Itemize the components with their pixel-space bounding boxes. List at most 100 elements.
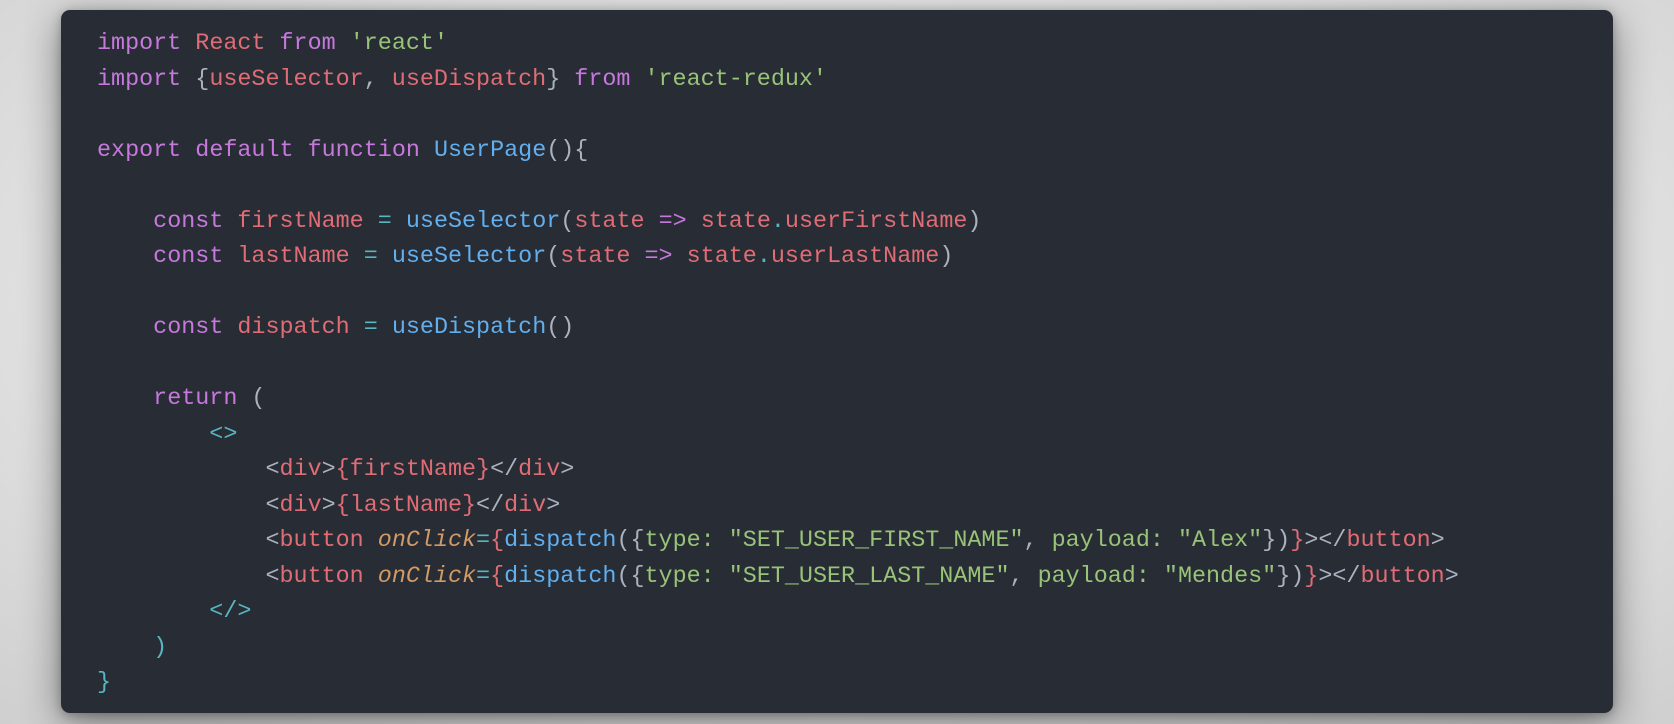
code-token bbox=[97, 564, 265, 590]
code-token bbox=[223, 244, 237, 270]
code-line: <div>{lastName}</div> bbox=[97, 489, 1459, 525]
code-line: const dispatch = useDispatch() bbox=[97, 311, 1459, 347]
code-token: > bbox=[321, 457, 336, 483]
code-token: div bbox=[279, 457, 322, 483]
code-token: < bbox=[265, 528, 280, 554]
code-token: > bbox=[1430, 528, 1445, 554]
code-token bbox=[364, 528, 378, 554]
code-token: state bbox=[686, 244, 757, 270]
code-token: payload: bbox=[1051, 528, 1178, 554]
code-token: ({ bbox=[616, 528, 645, 554]
code-token: return bbox=[153, 386, 238, 412]
code-token: > bbox=[546, 492, 561, 519]
code-token: ) bbox=[153, 634, 168, 661]
code-token: "SET_USER_LAST_NAME" bbox=[728, 563, 1010, 590]
code-line: export default function UserPage(){ bbox=[97, 134, 1459, 170]
code-token: < bbox=[265, 492, 280, 519]
code-token: dispatch bbox=[237, 315, 350, 341]
code-token: dispatch bbox=[504, 528, 617, 554]
code-token: button bbox=[279, 528, 364, 554]
code-token: state bbox=[574, 208, 645, 235]
code-token: ( bbox=[237, 386, 266, 412]
code-line: const firstName = useSelector(state => s… bbox=[97, 205, 1459, 241]
code-snippet-card: import React from 'react'import {useSele… bbox=[61, 10, 1613, 713]
code-token: useDispatch bbox=[391, 66, 547, 93]
code-token: . bbox=[770, 208, 785, 235]
code-token: (){ bbox=[546, 137, 589, 164]
code-token: div bbox=[518, 457, 561, 483]
code-token: = bbox=[363, 315, 378, 341]
code-token bbox=[97, 244, 153, 270]
code-token: from bbox=[279, 31, 336, 57]
code-token: } bbox=[97, 670, 112, 696]
code-token: > bbox=[560, 457, 575, 483]
code-token bbox=[630, 244, 644, 270]
code-token: = bbox=[476, 563, 491, 590]
code-token: {firstName} bbox=[335, 457, 491, 483]
code-line: const lastName = useSelector(state => st… bbox=[97, 240, 1459, 276]
code-line: <div>{firstName}</div> bbox=[97, 453, 1459, 489]
code-token: const bbox=[153, 244, 224, 270]
code-token bbox=[223, 209, 237, 235]
code-block: import React from 'react'import {useSele… bbox=[97, 27, 1459, 702]
code-token: type: bbox=[644, 528, 729, 554]
code-token: useDispatch bbox=[391, 315, 547, 341]
code-token: userFirstName bbox=[784, 208, 968, 235]
code-token: ></ bbox=[1318, 563, 1361, 590]
code-token: ) bbox=[939, 244, 954, 270]
code-token: lastName bbox=[237, 244, 350, 270]
code-token: payload: bbox=[1037, 563, 1164, 590]
code-token bbox=[265, 31, 279, 57]
code-token: default bbox=[195, 137, 294, 164]
code-token: div bbox=[279, 492, 322, 519]
code-line: </> bbox=[97, 595, 1459, 631]
code-token: import bbox=[97, 66, 182, 93]
code-token: }) bbox=[1262, 528, 1291, 554]
code-token: <> bbox=[209, 421, 238, 448]
code-token: button bbox=[1346, 528, 1431, 554]
code-line: } bbox=[97, 666, 1459, 702]
code-line: return ( bbox=[97, 382, 1459, 418]
code-token bbox=[336, 31, 350, 57]
code-token: type: bbox=[644, 563, 729, 590]
code-token bbox=[294, 138, 308, 164]
code-token: , bbox=[363, 66, 392, 93]
code-token: onClick bbox=[377, 528, 477, 554]
code-token bbox=[181, 31, 195, 57]
code-token: from bbox=[574, 66, 631, 93]
code-token bbox=[630, 67, 644, 93]
code-token: div bbox=[504, 492, 547, 519]
code-token: export bbox=[97, 137, 182, 164]
code-line: <button onClick={dispatch({type: "SET_US… bbox=[97, 560, 1459, 596]
code-token bbox=[97, 528, 265, 554]
code-token: dispatch bbox=[504, 563, 617, 590]
code-token bbox=[350, 244, 364, 270]
code-token bbox=[97, 493, 265, 519]
code-token: 'react' bbox=[349, 31, 448, 57]
code-token: , bbox=[1009, 563, 1038, 590]
code-token: < bbox=[265, 563, 280, 590]
code-token: > bbox=[321, 492, 336, 519]
code-token bbox=[364, 209, 378, 235]
code-token: () bbox=[546, 315, 575, 341]
code-token: ) bbox=[967, 208, 982, 235]
code-token: onClick bbox=[377, 563, 477, 590]
code-token bbox=[97, 315, 153, 341]
code-token: </ bbox=[490, 457, 519, 483]
code-token: </ bbox=[476, 492, 505, 519]
code-token: function bbox=[307, 137, 420, 164]
code-token: = bbox=[476, 528, 491, 554]
code-token bbox=[420, 138, 434, 164]
code-token bbox=[97, 386, 153, 412]
code-token: > bbox=[1444, 563, 1459, 590]
code-token bbox=[645, 209, 659, 235]
code-token: . bbox=[756, 244, 771, 270]
code-token: useSelector bbox=[209, 66, 364, 93]
code-line bbox=[97, 276, 1459, 312]
code-token: , bbox=[1023, 528, 1052, 554]
code-token: }) bbox=[1276, 563, 1305, 590]
code-token bbox=[673, 244, 687, 270]
code-token: => bbox=[658, 208, 687, 235]
code-token: ({ bbox=[616, 563, 645, 590]
code-line: <> bbox=[97, 418, 1459, 454]
